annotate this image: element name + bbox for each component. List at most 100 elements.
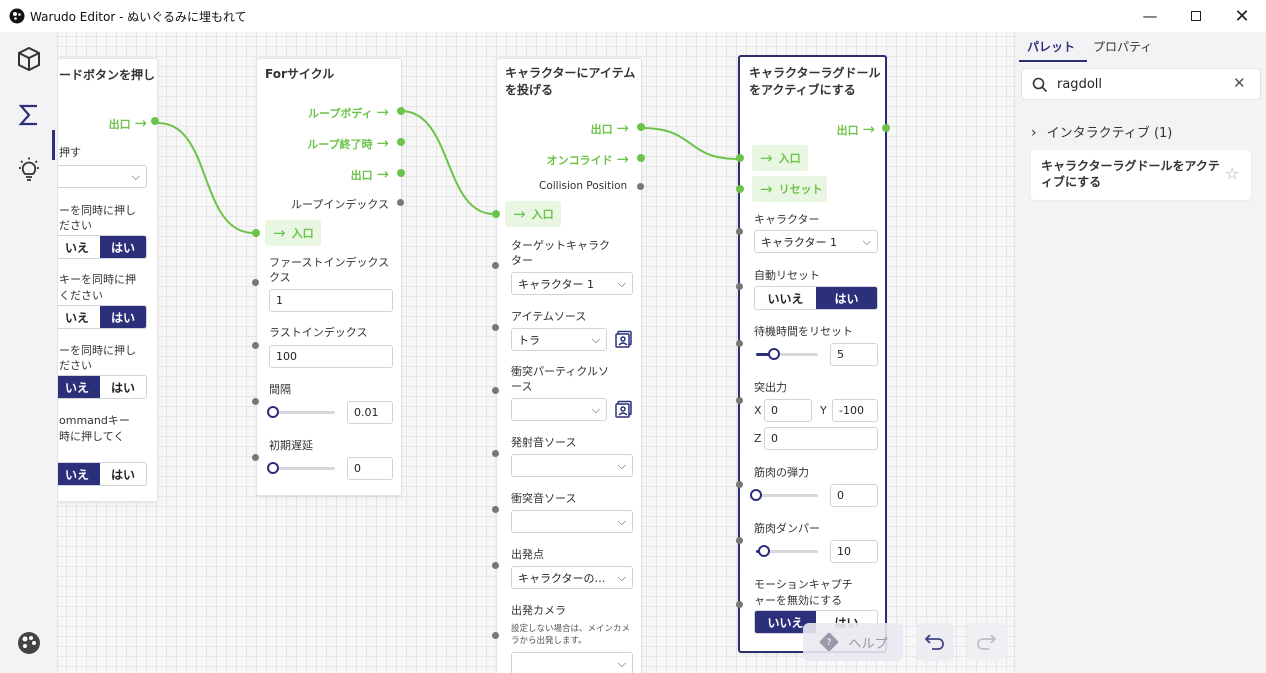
image-browse-icon[interactable] bbox=[615, 330, 633, 348]
camera-select[interactable]: ⌵ bbox=[511, 652, 633, 673]
force-z-input[interactable]: 0 bbox=[764, 427, 878, 450]
search-input[interactable]: ragdoll bbox=[1057, 77, 1102, 92]
toggle-4[interactable]: いえはい bbox=[58, 462, 147, 486]
input-flow[interactable]: →入口 bbox=[505, 201, 561, 227]
exit-pin[interactable] bbox=[151, 117, 159, 125]
palette-icon[interactable] bbox=[14, 628, 44, 658]
minimize-button[interactable]: — bbox=[1142, 7, 1158, 25]
reset-pin[interactable] bbox=[736, 185, 744, 193]
interval-input[interactable]: 0.01 bbox=[347, 401, 393, 424]
input-pin[interactable] bbox=[736, 154, 744, 162]
toggle-1[interactable]: いえはい bbox=[58, 235, 147, 259]
delay-input[interactable]: 0 bbox=[347, 457, 393, 480]
exit-output[interactable]: 出口 → bbox=[750, 120, 875, 138]
toggle-yes[interactable]: はい bbox=[100, 306, 146, 328]
item-source-pin[interactable] bbox=[492, 324, 499, 331]
origin-pin[interactable] bbox=[492, 562, 499, 569]
interval-slider[interactable] bbox=[267, 406, 335, 418]
exit-output[interactable]: 出口 → bbox=[85, 114, 147, 132]
undo-button[interactable] bbox=[916, 623, 954, 661]
help-button[interactable]: ? ヘルプ bbox=[803, 623, 903, 661]
delay-pin[interactable] bbox=[252, 454, 259, 461]
launch-sound-pin[interactable] bbox=[492, 450, 499, 457]
target-select[interactable]: キャラクター 1⌵ bbox=[511, 272, 633, 295]
toggle-no[interactable]: いいえ bbox=[755, 611, 816, 633]
toggle-no[interactable]: いいえ bbox=[767, 291, 804, 306]
exit-pin[interactable] bbox=[397, 169, 405, 177]
loop-end-output[interactable]: ループ終了時 → bbox=[267, 134, 389, 152]
on-collide-output[interactable]: オンコライド → bbox=[507, 150, 629, 168]
elastic-slider[interactable] bbox=[750, 489, 818, 501]
reset-wait-pin[interactable] bbox=[736, 340, 743, 347]
first-index-pin[interactable] bbox=[252, 279, 259, 286]
star-icon[interactable]: ☆ bbox=[1225, 164, 1240, 183]
reset-wait-slider[interactable] bbox=[756, 348, 818, 360]
force-y-input[interactable]: -100 bbox=[832, 399, 878, 422]
clear-search-icon[interactable]: ✕ bbox=[1233, 74, 1246, 92]
node-canvas[interactable]: ードボタンを押し 出口 → 押す ⌵ ーを同時に押し ださい いえはい キーを同… bbox=[58, 32, 1014, 673]
loop-end-pin[interactable] bbox=[397, 138, 405, 146]
loop-body-pin[interactable] bbox=[397, 107, 405, 115]
toggle-yes[interactable]: はい bbox=[816, 287, 877, 309]
redo-button[interactable] bbox=[967, 623, 1005, 661]
on-collide-pin[interactable] bbox=[637, 154, 645, 162]
cube-icon[interactable] bbox=[14, 44, 44, 74]
target-pin[interactable] bbox=[492, 262, 499, 269]
node-activate-ragdoll[interactable]: キャラクターラグドール をアクティブにする 出口 → →入口 →リセット キャラ… bbox=[736, 55, 890, 653]
interval-pin[interactable] bbox=[252, 398, 259, 405]
particle-pin[interactable] bbox=[492, 387, 499, 394]
camera-pin[interactable] bbox=[492, 632, 499, 639]
exit-output[interactable]: 出口 → bbox=[267, 165, 389, 183]
lightbulb-icon[interactable] bbox=[14, 155, 44, 185]
tab-palette[interactable]: パレット bbox=[1027, 40, 1076, 54]
last-index-input[interactable]: 100 bbox=[269, 345, 393, 368]
damper-pin[interactable] bbox=[736, 537, 743, 544]
auto-reset-pin[interactable] bbox=[736, 283, 743, 290]
toggle-no[interactable]: いえ bbox=[64, 240, 89, 255]
node-for-loop[interactable]: Forサイクル ループボディ → ループ終了時 → 出口 → ループインデックス… bbox=[252, 58, 405, 496]
toggle-yes[interactable]: はい bbox=[110, 380, 135, 395]
auto-reset-toggle[interactable]: いいえはい bbox=[754, 286, 878, 310]
sigma-icon[interactable] bbox=[14, 100, 44, 130]
toggle-no[interactable]: いえ bbox=[58, 376, 100, 398]
exit-pin[interactable] bbox=[882, 124, 890, 132]
collision-position-pin[interactable] bbox=[637, 183, 644, 190]
search-box[interactable]: ragdoll ✕ bbox=[1021, 68, 1261, 100]
input-flow[interactable]: →入口 bbox=[265, 220, 321, 246]
exit-pin[interactable] bbox=[637, 123, 645, 131]
first-index-input[interactable]: 1 bbox=[269, 289, 393, 312]
origin-select[interactable]: キャラクターの…⌵ bbox=[511, 566, 633, 589]
mocap-pin[interactable] bbox=[736, 601, 743, 608]
toggle-yes[interactable]: はい bbox=[110, 467, 135, 482]
impact-sound-pin[interactable] bbox=[492, 506, 499, 513]
elastic-input[interactable]: 0 bbox=[830, 484, 878, 507]
input-pin[interactable] bbox=[492, 210, 500, 218]
key-select[interactable]: ⌵ bbox=[58, 165, 147, 188]
input-pin[interactable] bbox=[252, 229, 260, 237]
tab-properties[interactable]: プロパティ bbox=[1093, 40, 1153, 54]
toggle-no[interactable]: いえ bbox=[64, 310, 89, 325]
reset-wait-input[interactable]: 5 bbox=[830, 343, 878, 366]
reset-flow[interactable]: →リセット bbox=[752, 176, 827, 202]
launch-sound-select[interactable]: ⌵ bbox=[511, 454, 633, 477]
force-pin[interactable] bbox=[736, 397, 743, 404]
damper-input[interactable]: 10 bbox=[830, 540, 878, 563]
impact-sound-select[interactable]: ⌵ bbox=[511, 510, 633, 533]
delay-slider[interactable] bbox=[267, 462, 335, 474]
category-interactive[interactable]: ›インタラクティブ (1) bbox=[1031, 122, 1172, 141]
toggle-3[interactable]: いえはい bbox=[58, 375, 147, 399]
last-index-pin[interactable] bbox=[252, 342, 259, 349]
elastic-pin[interactable] bbox=[736, 481, 743, 488]
close-button[interactable]: ✕ bbox=[1234, 5, 1250, 27]
node-throw-item[interactable]: キャラクターにアイテム を投げる 出口 → オンコライド → Collision… bbox=[492, 58, 645, 673]
force-x-input[interactable]: 0 bbox=[764, 399, 812, 422]
exit-output[interactable]: 出口 → bbox=[507, 119, 629, 137]
image-browse-icon[interactable] bbox=[615, 400, 633, 418]
input-flow[interactable]: →入口 bbox=[752, 145, 808, 171]
particle-select[interactable]: ⌵ bbox=[511, 398, 607, 421]
toggle-2[interactable]: いえはい bbox=[58, 305, 147, 329]
loop-index-pin[interactable] bbox=[397, 199, 404, 206]
palette-item-ragdoll[interactable]: キャラクターラグドールをアクティブにする ☆ bbox=[1031, 150, 1251, 200]
character-select[interactable]: キャラクター 1⌵ bbox=[754, 230, 878, 253]
